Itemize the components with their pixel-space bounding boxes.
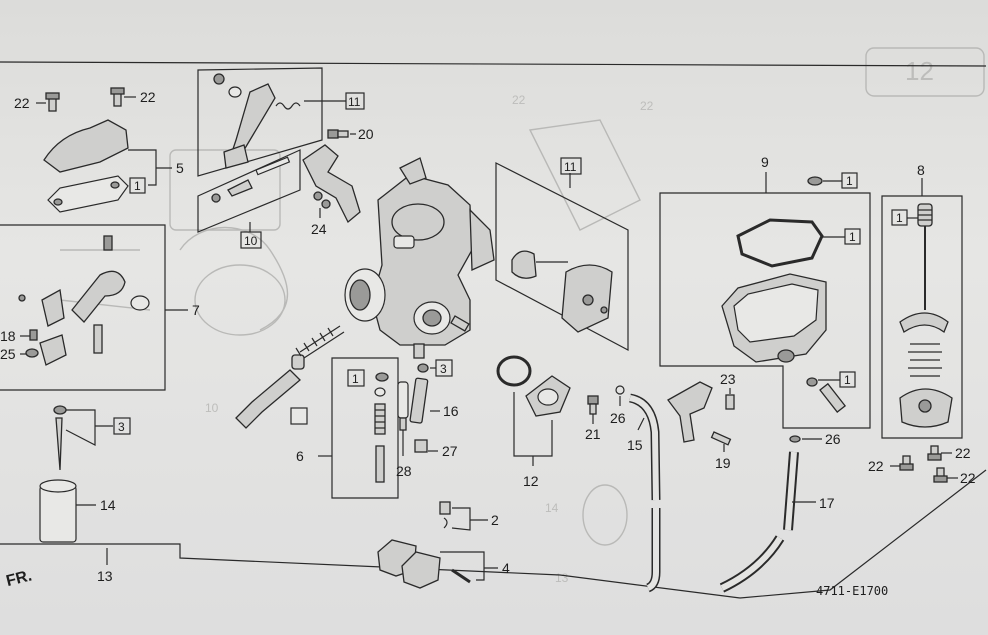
qty-box	[841, 172, 858, 189]
part-label-13: 13	[97, 568, 113, 584]
clip-2-part	[439, 501, 451, 529]
bolt-22e-part	[933, 467, 948, 483]
ghost-label: 13	[555, 571, 569, 585]
part-label-9: 9	[761, 154, 769, 170]
jet-27-part	[414, 439, 428, 453]
drain-screw-part	[806, 377, 847, 413]
qty-box-label: 11	[348, 95, 361, 109]
bolt-22-left	[36, 92, 60, 112]
part-label-22: 22	[140, 89, 156, 105]
qty-box-label: 1	[134, 179, 141, 193]
float-bowl-gasket-part	[736, 218, 824, 268]
part-label-15: 15	[627, 437, 643, 453]
bolt-22c-part	[899, 455, 914, 471]
part-label-12: 12	[523, 473, 539, 489]
part-label-4: 4	[502, 560, 510, 576]
bolt-22-right	[110, 87, 136, 107]
top-cover-part	[43, 119, 129, 213]
bleed-through-layer: 12 22 22 10 13 14	[59, 47, 985, 585]
qty-box	[435, 359, 453, 377]
part-label-22: 22	[14, 95, 30, 111]
qty-box-label: 1	[896, 211, 903, 225]
qty-box-label: 10	[244, 234, 258, 248]
qty-box-label: 1	[844, 373, 851, 387]
clip-26a-part	[615, 385, 625, 395]
qty-box-label: 11	[564, 160, 577, 174]
part-label-18: 18	[0, 328, 16, 344]
part-label-22: 22	[955, 445, 971, 461]
part-label-26: 26	[610, 410, 626, 426]
screw-21-part	[587, 395, 599, 415]
choke-plunger-part	[235, 325, 345, 429]
ghost-label: 14	[545, 501, 559, 515]
qty-box-label: 1	[352, 372, 359, 386]
float-bowl-part	[721, 273, 827, 363]
float-4-part	[377, 539, 471, 589]
ghost-label: 22	[640, 99, 654, 113]
pilot-screw-28-part	[397, 381, 409, 431]
qty-box	[560, 157, 582, 175]
part-label-19: 19	[715, 455, 731, 471]
part-label-27: 27	[442, 443, 458, 459]
part-label-21: 21	[585, 426, 601, 442]
clip-26b-part	[789, 435, 801, 443]
part-label-2: 2	[491, 512, 499, 528]
qty-box	[839, 371, 856, 388]
qty-box-label: 1	[849, 230, 856, 244]
carburetor-body-part	[344, 157, 495, 359]
qty-box	[844, 228, 861, 245]
part-label-26: 26	[825, 431, 841, 447]
part-label-17: 17	[819, 495, 835, 511]
part-label-20: 20	[358, 126, 374, 142]
clip-25-part	[25, 334, 67, 366]
qty-box	[113, 417, 131, 435]
jet-needle-part	[53, 405, 67, 471]
page-border	[0, 61, 987, 599]
bracket-23-part	[667, 381, 735, 443]
qty-box	[345, 92, 365, 110]
qty-box-label: 3	[118, 420, 125, 434]
pump-rod-part	[899, 203, 953, 428]
throttle-link-part	[211, 73, 301, 203]
bolt-20-part	[327, 129, 349, 139]
ghost-label: 12	[905, 56, 934, 86]
piston-valve-part	[39, 479, 77, 543]
washer-9a-part	[807, 176, 823, 186]
screw-18-part	[29, 329, 38, 341]
figure-code: 4711-E1700	[816, 584, 888, 598]
ghost-label: 22	[512, 93, 526, 107]
bolt-22d-part	[927, 445, 942, 461]
part-label-16: 16	[443, 403, 459, 419]
part-label-14: 14	[100, 497, 116, 513]
tube-17-part	[719, 451, 799, 593]
part-label-28: 28	[396, 463, 412, 479]
part-label-23: 23	[720, 371, 736, 387]
bracket-24-part	[302, 144, 361, 224]
qty-box	[129, 177, 146, 194]
part-label-25: 25	[0, 346, 16, 362]
part-label-5: 5	[176, 160, 184, 176]
front-direction-marker: FR.	[4, 567, 33, 590]
qty-box	[240, 231, 262, 249]
main-jet-set-part	[374, 372, 389, 483]
part-label-7: 7	[192, 302, 200, 318]
part-label-8: 8	[917, 162, 925, 178]
qty-box	[347, 369, 365, 387]
ghost-label: 10	[205, 401, 219, 415]
part-label-6: 6	[296, 448, 304, 464]
accelerator-pump-part	[511, 250, 613, 333]
screw-19-part	[710, 431, 732, 446]
part-label-22: 22	[868, 458, 884, 474]
qty-box-label: 3	[440, 362, 447, 376]
throttle-lever-part	[18, 235, 150, 354]
needle-jet-16-part	[409, 363, 429, 424]
part-label-24: 24	[311, 221, 327, 237]
tube-15-part	[628, 393, 661, 593]
qty-box-label: 1	[846, 174, 853, 188]
o-ring-12-part	[496, 355, 571, 417]
part-label-22: 22	[960, 470, 976, 486]
